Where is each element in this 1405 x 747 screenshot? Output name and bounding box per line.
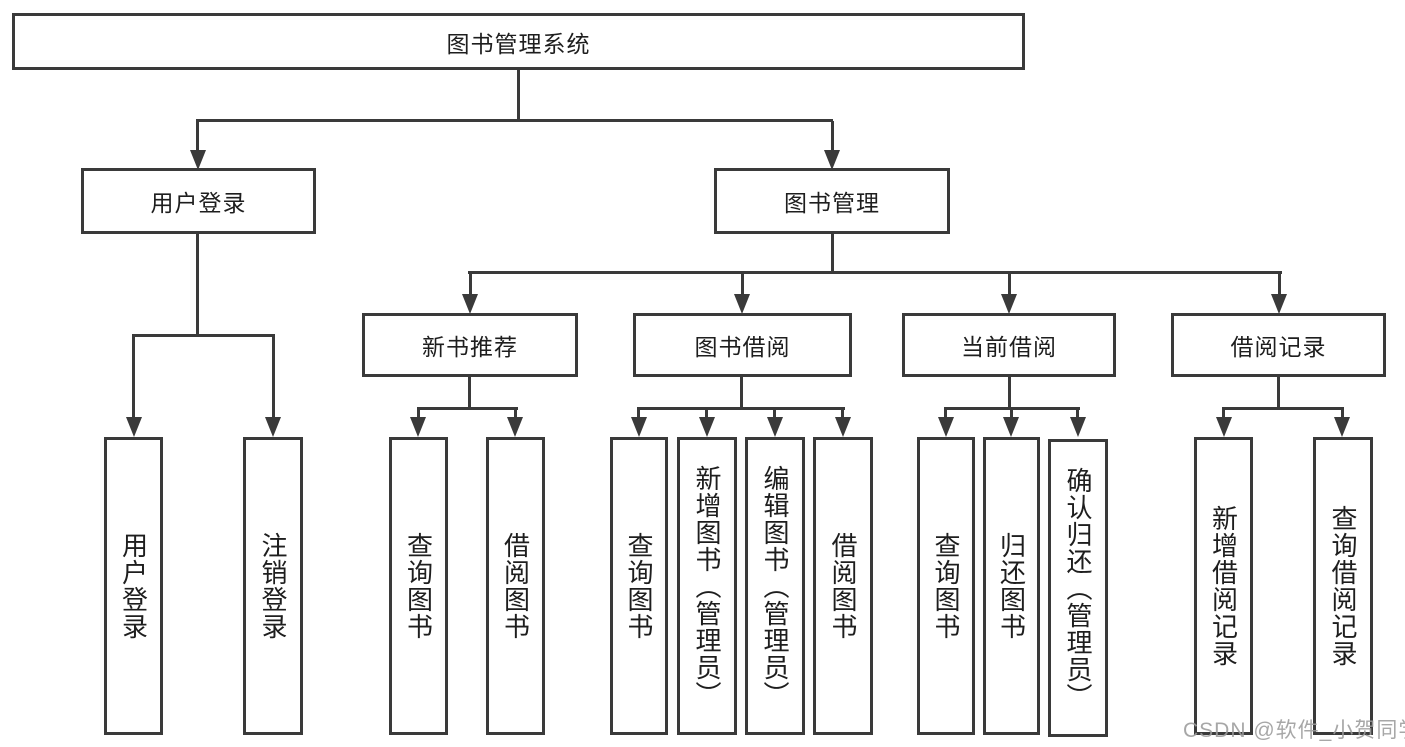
leaf-confirm-return-admin: 确认归还（管理员） [1048,439,1108,737]
arrowhead [1334,417,1350,437]
connector-arrow-shaft [741,273,744,296]
leaf-return-books: 归还图书 [983,437,1040,735]
node-root: 图书管理系统 [12,13,1025,70]
leaf-add-book-admin: 新增图书（管理员） [677,437,737,735]
arrowhead [938,417,954,437]
node-new-book-recommend: 新书推荐 [362,313,578,377]
node-book-management: 图书管理 [714,168,950,234]
arrowhead [1271,294,1287,314]
connector-arrow-shaft [1222,409,1225,419]
connector-level2-rail [196,119,833,122]
arrowhead [1070,417,1086,437]
connector-arrow-shaft [773,409,776,419]
arrowhead [126,417,142,437]
csdn-watermark: CSDN @软件_小贺同学 [1183,719,1405,742]
leaf-query-borrow-record: 查询借阅记录 [1313,437,1373,735]
connector-arrow-shaft [196,121,199,152]
arrowhead [1001,294,1017,314]
arrowhead [190,150,206,170]
arrowhead [734,294,750,314]
connector-book-management-drop [831,234,834,273]
arrowhead [1003,417,1019,437]
node-user-login: 用户登录 [81,168,316,234]
connector-arrow-shaft [469,273,472,296]
connector-arrow-shaft [1076,409,1079,419]
connector-current-borrow-drop [1008,377,1011,408]
leaf-current-query-books: 查询图书 [917,437,975,735]
leaf-borrow-books: 借阅图书 [813,437,873,735]
node-book-borrow: 图书借阅 [633,313,852,377]
connector-user-login-drop [196,234,199,336]
connector-arrow-shaft [1341,409,1344,419]
connector-new-book-drop [468,377,471,408]
connector-arrow-shaft [637,409,640,419]
connector-group-rail [417,407,518,410]
arrowhead [507,417,523,437]
leaf-logout: 注销登录 [243,437,303,735]
arrowhead [265,417,281,437]
node-current-borrow: 当前借阅 [902,313,1116,377]
connector-arrow-shaft [1008,273,1011,296]
leaf-recommend-borrow-books: 借阅图书 [486,437,545,735]
leaf-edit-book-admin: 编辑图书（管理员） [745,437,805,735]
connector-arrow-shaft [417,409,420,419]
connector-book-borrow-drop [740,377,743,408]
connector-arrow-shaft [841,409,844,419]
connector-arrow-shaft [944,409,947,419]
leaf-borrow-query-books: 查询图书 [610,437,668,735]
connector-group-rail [637,407,845,410]
connector-arrow-shaft [1278,273,1281,296]
arrowhead [767,417,783,437]
leaf-user-login: 用户登录 [104,437,163,735]
connector-level3-rail [468,271,1282,274]
leaf-recommend-query-books: 查询图书 [389,437,448,735]
arrowhead [835,417,851,437]
connector-arrow-shaft [272,336,275,418]
arrowhead [462,294,478,314]
connector-group-rail [1222,407,1344,410]
node-borrow-records: 借阅记录 [1171,313,1386,377]
connector-arrow-shaft [831,121,834,152]
connector-arrow-shaft [132,336,135,418]
arrowhead [824,150,840,170]
connector-group-rail [944,407,1080,410]
arrowhead [631,417,647,437]
leaf-add-borrow-record: 新增借阅记录 [1194,437,1253,735]
arrowhead [410,417,426,437]
connector-root-drop [517,70,520,121]
connector-arrow-shaft [705,409,708,419]
arrowhead [1216,417,1232,437]
connector-borrow-records-drop [1277,377,1280,408]
arrowhead [699,417,715,437]
connector-arrow-shaft [1010,409,1013,419]
connector-group-rail [132,334,275,337]
connector-arrow-shaft [514,409,517,419]
